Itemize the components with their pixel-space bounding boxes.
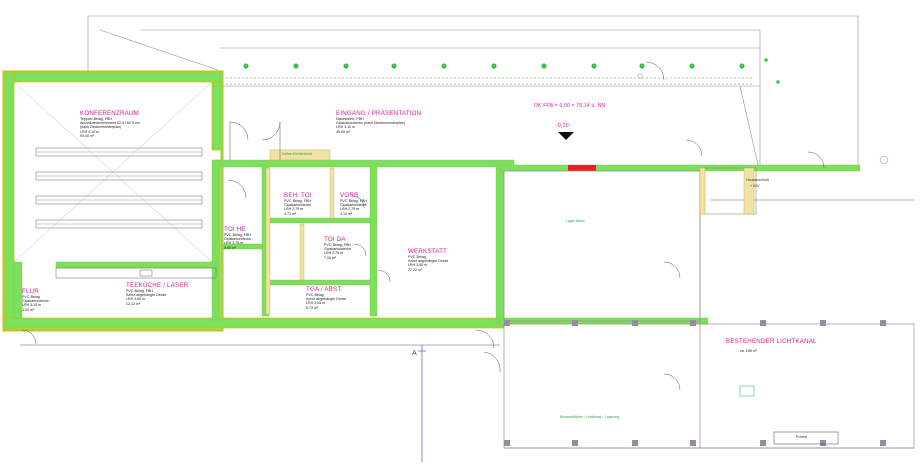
room-detail: Natursteine, FBH	[336, 117, 364, 122]
toilet-partitions	[265, 167, 335, 315]
roof-outline	[87, 15, 859, 168]
room-detail: 90,40 m²	[80, 133, 95, 138]
hausanschluss-room	[699, 167, 757, 215]
room-name: BESTEHENDER LICHTKANAL	[726, 338, 817, 345]
room-detail: 12,13 m²	[126, 301, 141, 306]
room-detail: PVC-Belag, FBH	[126, 289, 153, 294]
existing-building	[20, 170, 915, 449]
drain-right-icon	[879, 155, 889, 165]
glazing-dashes	[226, 77, 752, 85]
room-detail: 4,72 m²	[284, 211, 297, 216]
room-detail: Gipskartondecke	[284, 203, 311, 208]
light-dots	[243, 58, 780, 84]
room-detail: 5,72 m²	[306, 305, 319, 310]
room-detail: Gipskartondecke (nach Deckenmusterplan)	[336, 121, 406, 126]
room-toi-da: TOI DA PVC-Belag, FBH Gipskartondecke LR…	[324, 236, 351, 260]
room-name: BEH. TOI	[284, 192, 312, 199]
axis-label: A	[412, 350, 417, 357]
room-detail: Akustikdeckenelement 62,5 / 62,5 cm	[80, 121, 140, 126]
hausanschluss-label: Hausanschluß	[746, 178, 769, 182]
room-flur: FLUR PVC-Belag Gipskartondecke LRH 3,10 …	[22, 288, 49, 312]
room-detail: 3,10 m²	[340, 211, 353, 216]
equipment-icon	[739, 385, 755, 397]
room-detail: 3,52 m²	[22, 307, 35, 312]
projection-lines	[13, 81, 213, 263]
room-lichtkanal: BESTEHENDER LICHTKANAL ca. 168 m²	[726, 338, 817, 353]
room-detail: Gipskartondecke	[324, 247, 351, 252]
room-toi-he: TOI HE PVC-Belag, FBH Gipskartondecke LR…	[224, 226, 251, 250]
seating-rows	[35, 147, 203, 229]
room-detail: LRH 2,75 m	[324, 251, 344, 256]
room-detail: PVC-Belag, FBH	[324, 243, 351, 248]
room-detail: PVC-Belag, FBH	[284, 199, 311, 204]
room-beh-toi: BEH. TOI PVC-Belag, FBH Gipskartondecke …	[284, 192, 312, 216]
room-name: TGA / ABST.	[306, 286, 343, 293]
room-name: WERKSTATT	[408, 248, 448, 255]
red-beam	[568, 165, 596, 171]
room-eingang: EINGANG / PRÄSENTATION Natursteine, FBH …	[336, 110, 421, 134]
room-name: TEEKÜCHE / LASER	[126, 282, 189, 289]
axis-marker-icon	[418, 345, 426, 462]
room-detail: LRH 3,10 m	[80, 129, 100, 134]
room-detail: Gipskartondecke	[340, 203, 367, 208]
room-detail: (nach Deckenmusterplan)	[80, 125, 122, 130]
room-detail: LRH 2,75 m	[224, 241, 244, 246]
drain-icon	[637, 73, 643, 79]
podest	[773, 431, 839, 445]
level-marker-icon	[558, 132, 574, 140]
room-detail: LRH 2,75 m	[340, 207, 360, 212]
room-detail: 27,22 m²	[408, 267, 423, 272]
room-name: FLUR	[22, 288, 39, 295]
room-detail: Gipskartondecke	[22, 299, 49, 304]
room-detail: LRH 3,55 m	[306, 301, 326, 306]
room-detail: PVC-Belag, FBH	[224, 233, 251, 238]
level-annotation: OK FFB = 0,00 = 76,14 ü. NN	[534, 103, 606, 109]
room-detail: PVC-Belag	[22, 295, 40, 300]
room-name: EINGANG / PRÄSENTATION	[336, 110, 422, 117]
kitchen-block	[269, 149, 331, 161]
room-detail: ca. 168 m²	[740, 349, 757, 354]
room-detail: Keine abgehängte Decke	[306, 297, 347, 302]
room-detail: 7,00 m²	[324, 255, 337, 260]
room-detail: Keine abgehängte Decke	[408, 259, 449, 264]
room-detail: PVC-Belag, FBH	[340, 199, 367, 204]
lager-label: Lager-fläche	[566, 219, 585, 223]
room-name: TOI HE	[224, 226, 246, 233]
hausanschluss-sub: + 02V	[750, 184, 760, 188]
room-tga: TGA / ABST. PVC-Belag Keine abgehängte D…	[306, 286, 346, 310]
room-detail: PVC-Belag	[408, 255, 426, 260]
room-detail: Gipskartondecke	[224, 237, 251, 242]
room-detail: LRH 3,55 m	[408, 263, 428, 268]
existing-columns	[504, 320, 886, 446]
level-value: -0,20	[556, 123, 569, 129]
room-teekueche: TEEKÜCHE / LASER PVC-Belag, FBH Keine ab…	[126, 282, 188, 306]
room-name: KONFERENZRAUM	[80, 110, 139, 117]
room-werkstatt: WERKSTATT PVC-Belag Keine abgehängte Dec…	[408, 248, 448, 272]
inner-walls	[13, 159, 861, 325]
room-detail: LRH 3,50 m	[126, 297, 146, 302]
room-detail: LRH 3,10 m	[22, 303, 42, 308]
room-konferenzraum: KONFERENZRAUM Teppich-Belag, FBH Akustik…	[80, 110, 140, 138]
room-detail: LRH 2,75 m	[284, 207, 304, 212]
room-detail: Keine abgehängte Decke	[126, 293, 167, 298]
kitchen-counter	[55, 267, 217, 279]
outer-walls	[2, 70, 505, 332]
room-vorr: VORR PVC-Belag, FBH Gipskartondecke LRH …	[340, 192, 367, 216]
room-detail: LRH 3,10 m	[336, 125, 356, 130]
room-detail: 45,60 m²	[336, 129, 351, 134]
room-name: VORR	[340, 192, 359, 199]
room-detail: 5,00 m²	[224, 245, 237, 250]
doors	[21, 61, 825, 391]
bestand-label: Bestandsfläche / Lichtkanal – Lagerung	[560, 415, 620, 419]
room-detail: PVC-Belag	[306, 293, 324, 298]
kitchen-block-label: Kaffee-Küchenblock	[282, 152, 313, 156]
seat-ticks	[36, 151, 202, 225]
room-detail: Teppich-Belag, FBH	[80, 117, 112, 122]
room-name: TOI DA	[324, 236, 346, 243]
podest-label: Podest	[796, 435, 808, 439]
